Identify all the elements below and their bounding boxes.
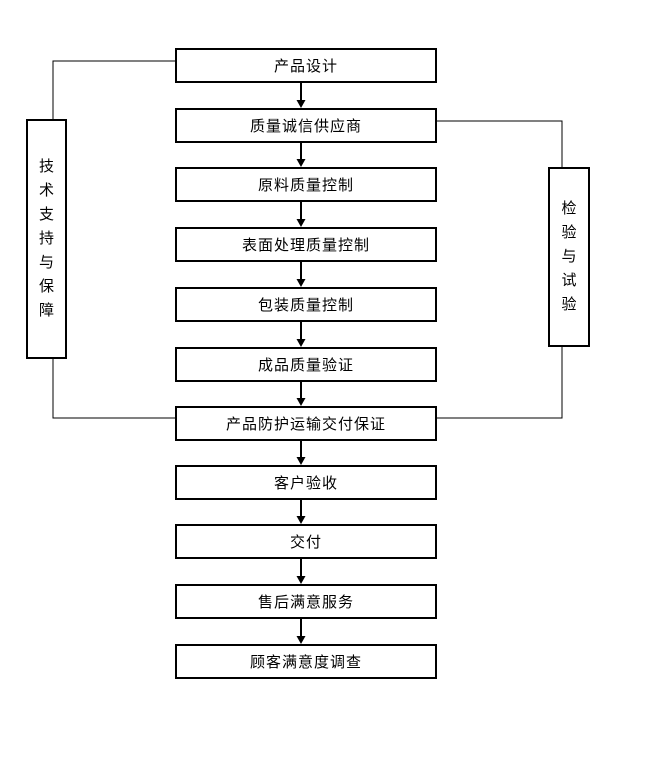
flow-arrow-4: [296, 262, 306, 287]
connector-left-top: [52, 60, 176, 119]
step-product-protection-transport-delivery-guarantee: 产品防护运输交付保证: [175, 406, 437, 441]
flow-arrow-1: [296, 83, 306, 108]
panel-technical-support-guarantee: 技术支持与保障: [26, 119, 67, 359]
step-customer-acceptance: 客户验收: [175, 465, 437, 500]
step-finished-product-quality-verification: 成品质量验证: [175, 347, 437, 382]
flow-arrow-2: [296, 143, 306, 167]
step-delivery: 交付: [175, 524, 437, 559]
step-product-design: 产品设计: [175, 48, 437, 83]
panel-inspection-and-test: 检验与试验: [548, 167, 590, 347]
step-customer-satisfaction-survey: 顾客满意度调查: [175, 644, 437, 679]
panel-technical-support-guarantee-label: 技术支持与保障: [39, 159, 55, 319]
step-surface-treatment-quality-control: 表面处理质量控制: [175, 227, 437, 262]
step-packaging-quality-control: 包装质量控制: [175, 287, 437, 322]
panel-inspection-and-test-label: 检验与试验: [561, 201, 577, 313]
step-raw-material-quality-control: 原料质量控制: [175, 167, 437, 202]
connector-right-bottom: [436, 346, 563, 419]
flow-arrow-9: [296, 559, 306, 584]
flow-arrow-6: [296, 382, 306, 406]
flow-arrow-5: [296, 322, 306, 347]
flow-arrow-10: [296, 619, 306, 644]
flow-arrow-3: [296, 202, 306, 227]
step-quality-integrity-supplier: 质量诚信供应商: [175, 108, 437, 143]
flow-arrow-8: [296, 500, 306, 524]
flow-arrow-7: [296, 441, 306, 465]
connector-left-bottom: [52, 358, 176, 419]
step-after-sales-satisfaction-service: 售后满意服务: [175, 584, 437, 619]
connector-right-top: [436, 120, 563, 167]
